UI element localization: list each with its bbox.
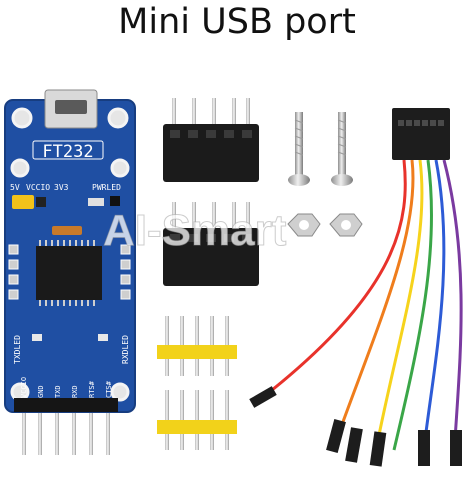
male-header-top: [157, 316, 237, 376]
watermark: AI-Smart: [103, 206, 287, 255]
rxd-led-label: RXDLED: [121, 335, 130, 364]
pwr-led-label: PWRLED: [92, 183, 121, 192]
screws: [288, 112, 353, 186]
ft232-board: FT232 5V VCCIO 3V3 PWRLED: [4, 89, 136, 455]
dupont-cable: [261, 159, 463, 451]
cable-connector: [392, 108, 450, 160]
pin-label-vccio: VCCIO: [20, 377, 28, 398]
pin-label-gnd: GND: [37, 385, 45, 398]
male-header-bottom: [157, 390, 237, 450]
chip-label: FT232: [42, 142, 93, 162]
pin-label-rxd: RXD: [71, 385, 79, 398]
page-title: Mini USB port: [118, 2, 356, 42]
female-header-top: [163, 98, 259, 182]
nuts: [287, 213, 363, 237]
female-header-bottom: [163, 202, 259, 286]
jumper-label-3v3: 3V3: [54, 183, 69, 192]
pin-label-rts: RTS#: [88, 380, 96, 398]
board-pin-row: [22, 410, 110, 455]
pin-label-txd: TXD: [54, 385, 62, 398]
pin-label-cts: CTS#: [105, 380, 113, 398]
txd-led-label: TXDLED: [13, 335, 22, 364]
jumper-label-5v: 5V: [10, 183, 20, 192]
jumper-label-vccio: VCCIO: [26, 183, 50, 192]
jumper: [12, 195, 34, 209]
ft232-ic: [36, 240, 102, 306]
